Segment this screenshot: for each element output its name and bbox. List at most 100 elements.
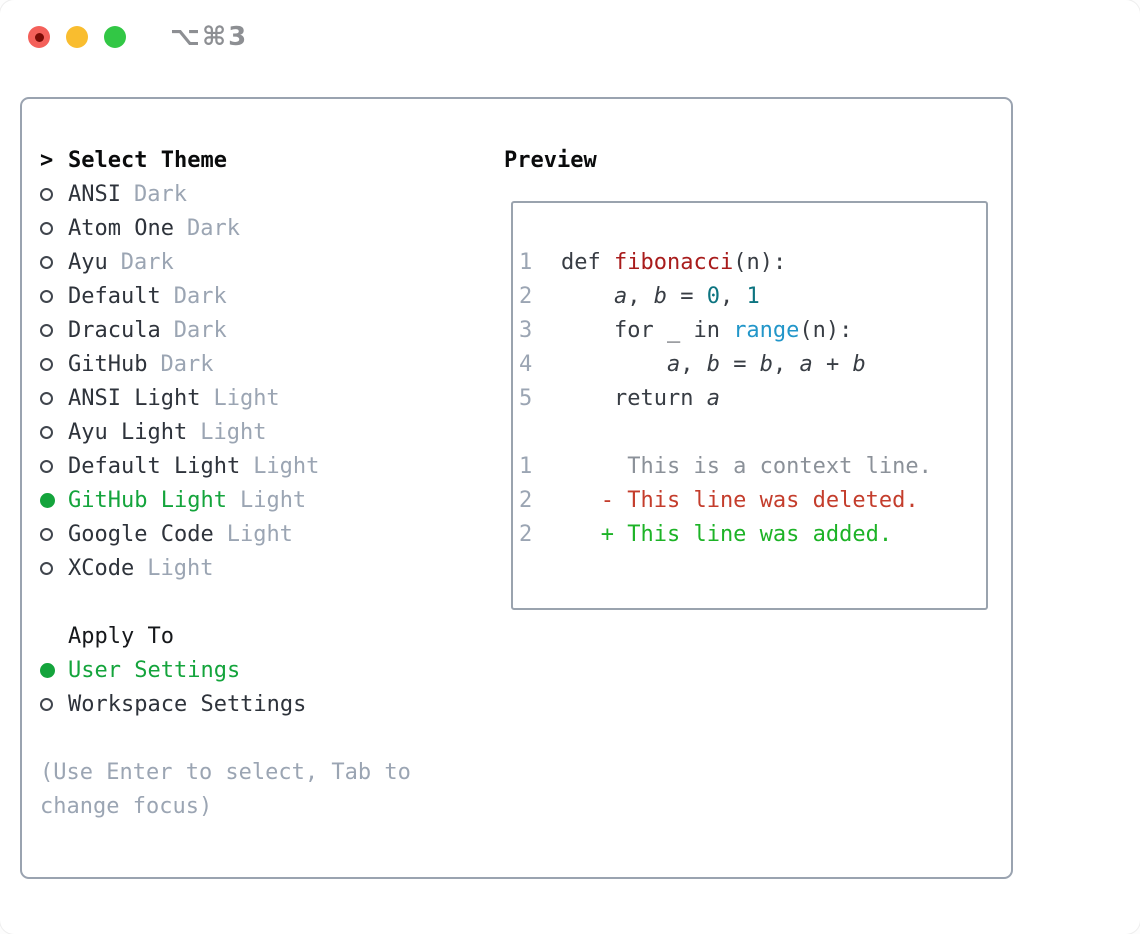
- apply-to-option[interactable]: User Settings: [40, 653, 411, 687]
- code-segment-function: fibonacci: [613, 249, 734, 275]
- theme-name: Default: [68, 283, 161, 309]
- code-segment-variable: b: [759, 351, 773, 377]
- code-segment-code: def: [561, 249, 614, 275]
- theme-option[interactable]: Default Light Light: [40, 449, 411, 483]
- help-line-2: change focus): [40, 793, 213, 819]
- spacer-row: [519, 415, 986, 449]
- code-segment-code: +: [812, 351, 853, 377]
- radio-marker: [40, 357, 68, 371]
- radio-icon: [40, 492, 55, 508]
- theme-option[interactable]: ANSI Dark: [40, 177, 411, 211]
- diff-line: 2 + This line was added.: [519, 517, 986, 551]
- theme-variant: Light: [226, 521, 293, 547]
- radio-icon: [40, 527, 53, 541]
- code-line: 5 return a: [519, 381, 986, 415]
- radio-marker: [40, 391, 68, 405]
- theme-variant: Dark: [160, 351, 214, 377]
- code-segment-number: 1: [746, 283, 760, 309]
- zoom-button[interactable]: [104, 26, 126, 48]
- theme-variant: Light: [253, 453, 320, 479]
- titlebar: ⌥⌘3: [0, 0, 1140, 74]
- apply-to-title: Apply To: [68, 623, 174, 649]
- code-segment-code: return: [561, 385, 707, 411]
- theme-name: Ayu: [68, 249, 108, 275]
- radio-icon: [40, 697, 53, 711]
- apply-to-option-label: User Settings: [68, 657, 241, 683]
- code-segment-context: This is a context line.: [561, 453, 932, 479]
- theme-name: XCode: [68, 555, 135, 581]
- line-number: 5: [519, 385, 533, 411]
- theme-variant: Light: [239, 487, 307, 513]
- diff-line: 2 - This line was deleted.: [519, 483, 986, 517]
- theme-variant: Light: [200, 419, 267, 445]
- code-segment-variable: a: [706, 385, 720, 411]
- radio-icon: [40, 187, 53, 201]
- apply-to-option[interactable]: Workspace Settings: [40, 687, 411, 721]
- close-button[interactable]: [28, 26, 50, 48]
- diff-content: + This line was added.: [561, 522, 892, 547]
- theme-option[interactable]: Atom One Dark: [40, 211, 411, 245]
- theme-name: Dracula: [68, 317, 161, 343]
- code-segment-code: ,: [627, 283, 654, 309]
- spacer-row: [40, 585, 411, 619]
- theme-name: ANSI: [68, 181, 121, 207]
- diff-content: - This line was deleted.: [561, 488, 919, 513]
- code-segment-code: ,: [680, 351, 707, 377]
- code-segment-variable: b: [706, 351, 720, 377]
- apply-to-option-label: Workspace Settings: [68, 691, 307, 717]
- theme-option[interactable]: ANSI Light Light: [40, 381, 411, 415]
- radio-marker: [40, 459, 68, 473]
- theme-option[interactable]: GitHub Light Light: [40, 483, 411, 517]
- code-line: 3 for _ in range(n):: [519, 313, 986, 347]
- theme-name: Default Light: [68, 453, 241, 479]
- diff-content: This is a context line.: [561, 454, 932, 479]
- theme-variant: Dark: [173, 283, 227, 309]
- select-theme-header: > Select Theme: [40, 143, 411, 177]
- code-content: for _ in range(n):: [561, 318, 852, 343]
- prompt-icon: >: [40, 147, 54, 173]
- radio-marker: [40, 561, 68, 575]
- theme-option[interactable]: Dracula Dark: [40, 313, 411, 347]
- theme-variant: Dark: [120, 249, 174, 275]
- radio-marker: [40, 527, 68, 541]
- theme-name: ANSI Light: [68, 385, 201, 411]
- radio-marker: [40, 289, 68, 303]
- code-segment-added: + This line was added.: [561, 521, 893, 547]
- theme-option[interactable]: Ayu Light Light: [40, 415, 411, 449]
- theme-option[interactable]: Ayu Dark: [40, 245, 411, 279]
- radio-marker: [40, 187, 68, 201]
- radio-icon: [40, 662, 55, 678]
- theme-variant: Dark: [133, 181, 187, 207]
- diff-block: 1 This is a context line. 2 - This line …: [519, 449, 986, 551]
- code-segment-variable: b: [653, 283, 667, 309]
- theme-name: GitHub Light: [68, 487, 227, 513]
- code-segment-builtin: range: [733, 317, 800, 343]
- radio-marker: [40, 425, 68, 439]
- close-dot-icon: [34, 32, 44, 42]
- theme-variant: Dark: [186, 215, 240, 241]
- preview-title: Preview: [504, 147, 597, 173]
- code-segment-code: [561, 352, 667, 377]
- radio-marker: [40, 662, 68, 678]
- diff-line: 1 This is a context line.: [519, 449, 986, 483]
- code-segment-code: ,: [772, 351, 800, 377]
- theme-variant: Light: [147, 555, 214, 581]
- radio-marker: [40, 323, 68, 337]
- radio-icon: [40, 561, 53, 575]
- theme-option[interactable]: Google Code Light: [40, 517, 411, 551]
- preview-header: Preview: [504, 143, 597, 177]
- radio-marker: [40, 492, 68, 508]
- code-segment-code: ,: [719, 283, 747, 309]
- line-number: 2: [519, 487, 533, 513]
- theme-option[interactable]: XCode Light: [40, 551, 411, 585]
- code-segment-code: for _ in: [561, 317, 734, 343]
- preview-box: 1 def fibonacci(n): 2 a, b = 0, 1 3 for …: [511, 201, 988, 610]
- theme-option[interactable]: GitHub Dark: [40, 347, 411, 381]
- code-segment-variable: a: [613, 283, 628, 309]
- radio-icon: [40, 289, 53, 303]
- spacer-row: [40, 721, 411, 755]
- minimize-button[interactable]: [66, 26, 88, 48]
- code-content: a, b = b, a + b: [561, 352, 866, 377]
- theme-option[interactable]: Default Dark: [40, 279, 411, 313]
